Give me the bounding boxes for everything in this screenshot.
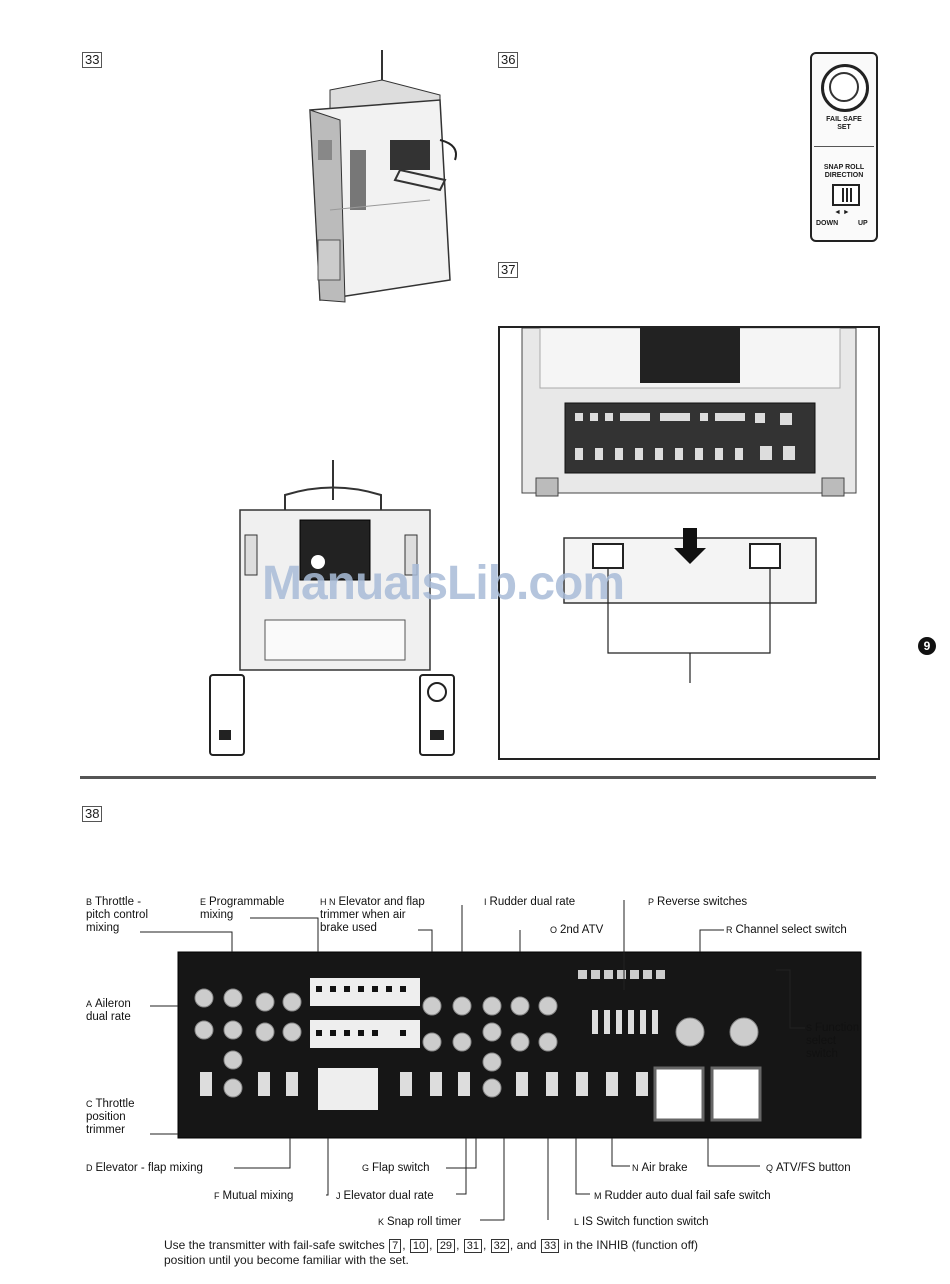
figure-number-36: 36 <box>498 52 519 68</box>
transmitter-front-illustration <box>209 460 455 756</box>
switch-number: 31 <box>463 1239 482 1253</box>
fail-safe-panel: FAIL SAFE SET SNAP ROLL DIRECTION ◄ ► DO… <box>810 52 878 242</box>
section-divider <box>80 776 876 779</box>
switch-number: 29 <box>436 1239 456 1253</box>
page-number: 9 <box>918 637 936 655</box>
divider <box>814 146 874 147</box>
footer-line-1: Use the transmitter with fail-safe switc… <box>164 1238 699 1253</box>
footer-line-2: position until you become familiar with … <box>164 1253 409 1267</box>
transmitter-back-illustration <box>521 327 857 683</box>
footer-note: Use the transmitter with fail-safe switc… <box>164 1238 698 1268</box>
snaproll-direction-label: SNAP ROLL DIRECTION <box>823 164 865 179</box>
figure-number-37: 37 <box>498 262 519 278</box>
transmitter-side-illustration <box>309 50 457 303</box>
switch-number: 10 <box>409 1239 429 1253</box>
up-label: UP <box>858 220 868 227</box>
figure-number-38: 38 <box>82 806 103 822</box>
figure-37-frame <box>498 326 880 760</box>
arrows-icon: ◄ ► <box>834 209 850 216</box>
switch-number: 32 <box>490 1239 509 1253</box>
fail-safe-set-button[interactable] <box>821 64 869 112</box>
snaproll-direction-switch[interactable] <box>832 184 860 206</box>
down-label: DOWN <box>816 220 839 227</box>
figure-number-33: 33 <box>82 52 103 68</box>
switch-number: 33 <box>540 1239 560 1253</box>
switch-number: 7 <box>389 1239 402 1253</box>
fail-safe-set-label: FAIL SAFE SET <box>826 116 862 131</box>
watermark: ManualsLib.com <box>262 557 625 610</box>
control-panel-diagram <box>140 900 862 1221</box>
